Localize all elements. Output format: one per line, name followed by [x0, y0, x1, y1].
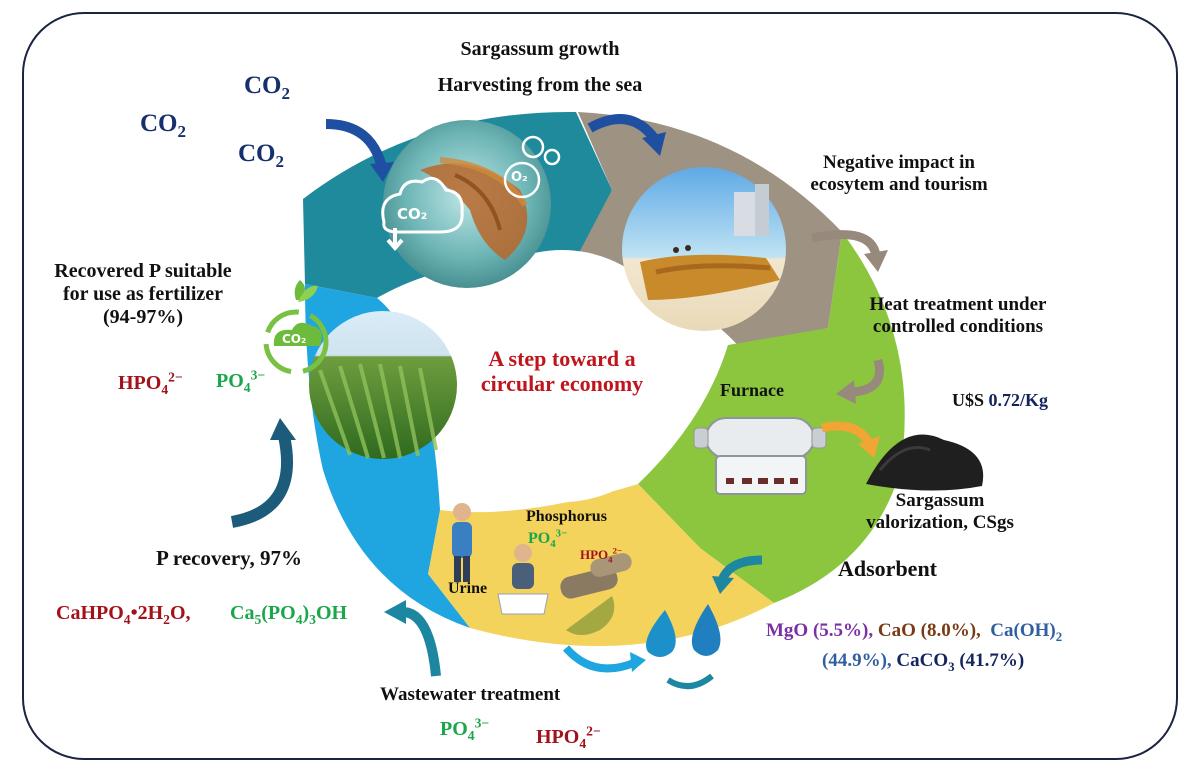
arrow-beach-down: [811, 230, 881, 258]
sewage-pipes-icon: [560, 553, 632, 635]
outer-frame: [22, 12, 1178, 760]
arrow-adsorbent-to-water-head: [712, 576, 734, 594]
arrow-heat-to-furnace-head: [836, 380, 856, 404]
arrow-water-loop-head: [630, 652, 646, 672]
char-pile-icon: [866, 434, 984, 491]
left-hpo4-label: HPO42−: [118, 369, 183, 397]
arrow-co2-to-sea-head: [370, 162, 394, 182]
furnace-device: [693, 417, 827, 495]
arrow-furnace-to-char: [820, 421, 874, 447]
heat-treatment-label: Heat treatment under controlled conditio…: [869, 294, 1047, 337]
valorization-label: Sargassum valorization, CSgs: [866, 490, 1014, 533]
toilet-person-icon: [497, 544, 549, 615]
furnace-label: Furnace: [720, 380, 784, 400]
arrow-adsorbent-to-water: [717, 555, 763, 582]
brushite-formula: CaHPO4•2H2O,: [56, 602, 191, 627]
arrow-recovery-to-fertilizer-head: [270, 418, 296, 440]
arrow-recovery-to-fertilizer: [230, 434, 293, 528]
water-drops-icon: [646, 604, 721, 689]
wastewater-label: Wastewater treatment: [380, 684, 561, 705]
top-label-line2: Harvesting from the sea: [437, 74, 643, 96]
o2-bubble-label: O₂: [511, 170, 528, 185]
segment-po4-label: PO43−: [528, 527, 568, 551]
recovered-p-label: Recovered P suitable for use as fertiliz…: [54, 260, 232, 328]
arrow-co2-to-sea: [325, 119, 387, 170]
arrow-water-loop: [562, 645, 638, 673]
center-title: A step toward a circular economy: [462, 346, 662, 397]
arrow-top-right: [587, 114, 658, 142]
arrow-heat-to-furnace: [851, 358, 884, 397]
composition-line2: (44.9%), CaCO3 (41.7%): [822, 650, 1025, 674]
co2-cloud-label: CO₂: [397, 205, 428, 223]
sargassum-sea-photo: [383, 120, 551, 288]
beach-sargassum-photo: [622, 167, 786, 331]
center-title-line2: circular economy: [480, 371, 644, 397]
adsorbent-label: Adsorbent: [838, 556, 938, 581]
center-disc: [436, 250, 688, 502]
co2-label-2: CO2: [140, 110, 186, 141]
center-title-line1: A step toward a: [488, 346, 636, 371]
co2-recycle-label: CO₂: [282, 332, 307, 346]
arrow-top-right-head: [642, 132, 666, 156]
phosphorus-label: Phosphorus: [526, 508, 607, 525]
crop-field-photo: [309, 311, 457, 459]
arrow-beach-down-head: [864, 250, 888, 272]
left-po4-label: PO43−: [216, 367, 266, 395]
price-label: U$S 0.72/Kg: [952, 390, 1049, 410]
co2-cloud-icon: [381, 176, 464, 252]
urine-person-icon: [452, 503, 472, 582]
p-recovery-label: P recovery, 97%: [156, 546, 302, 570]
composition-line1: MgO (5.5%), CaO (8.0%), Ca(OH)2: [766, 620, 1063, 644]
co2-recycle-icon: [263, 280, 329, 375]
co2-label-1: CO2: [244, 72, 290, 103]
segment-hpo4-label: HPO42−: [580, 545, 623, 565]
o2-bubbles-icon: [503, 135, 561, 199]
negative-impact-label: Negative impact in ecosytem and tourism: [810, 152, 988, 195]
arrow-furnace-to-char-head: [858, 436, 880, 458]
arrow-wastewater-to-recovery-head: [384, 600, 406, 624]
bottom-hpo4-label: HPO42−: [536, 723, 601, 751]
hydroxyapatite-formula: Ca5(PO4)3OH: [230, 602, 348, 627]
top-label-line1: Sargassum growth: [460, 38, 620, 60]
co2-label-3: CO2: [238, 140, 284, 171]
bottom-po4-label: PO43−: [440, 715, 490, 743]
urine-label: Urine: [448, 580, 488, 597]
arrow-wastewater-to-recovery: [403, 607, 441, 677]
